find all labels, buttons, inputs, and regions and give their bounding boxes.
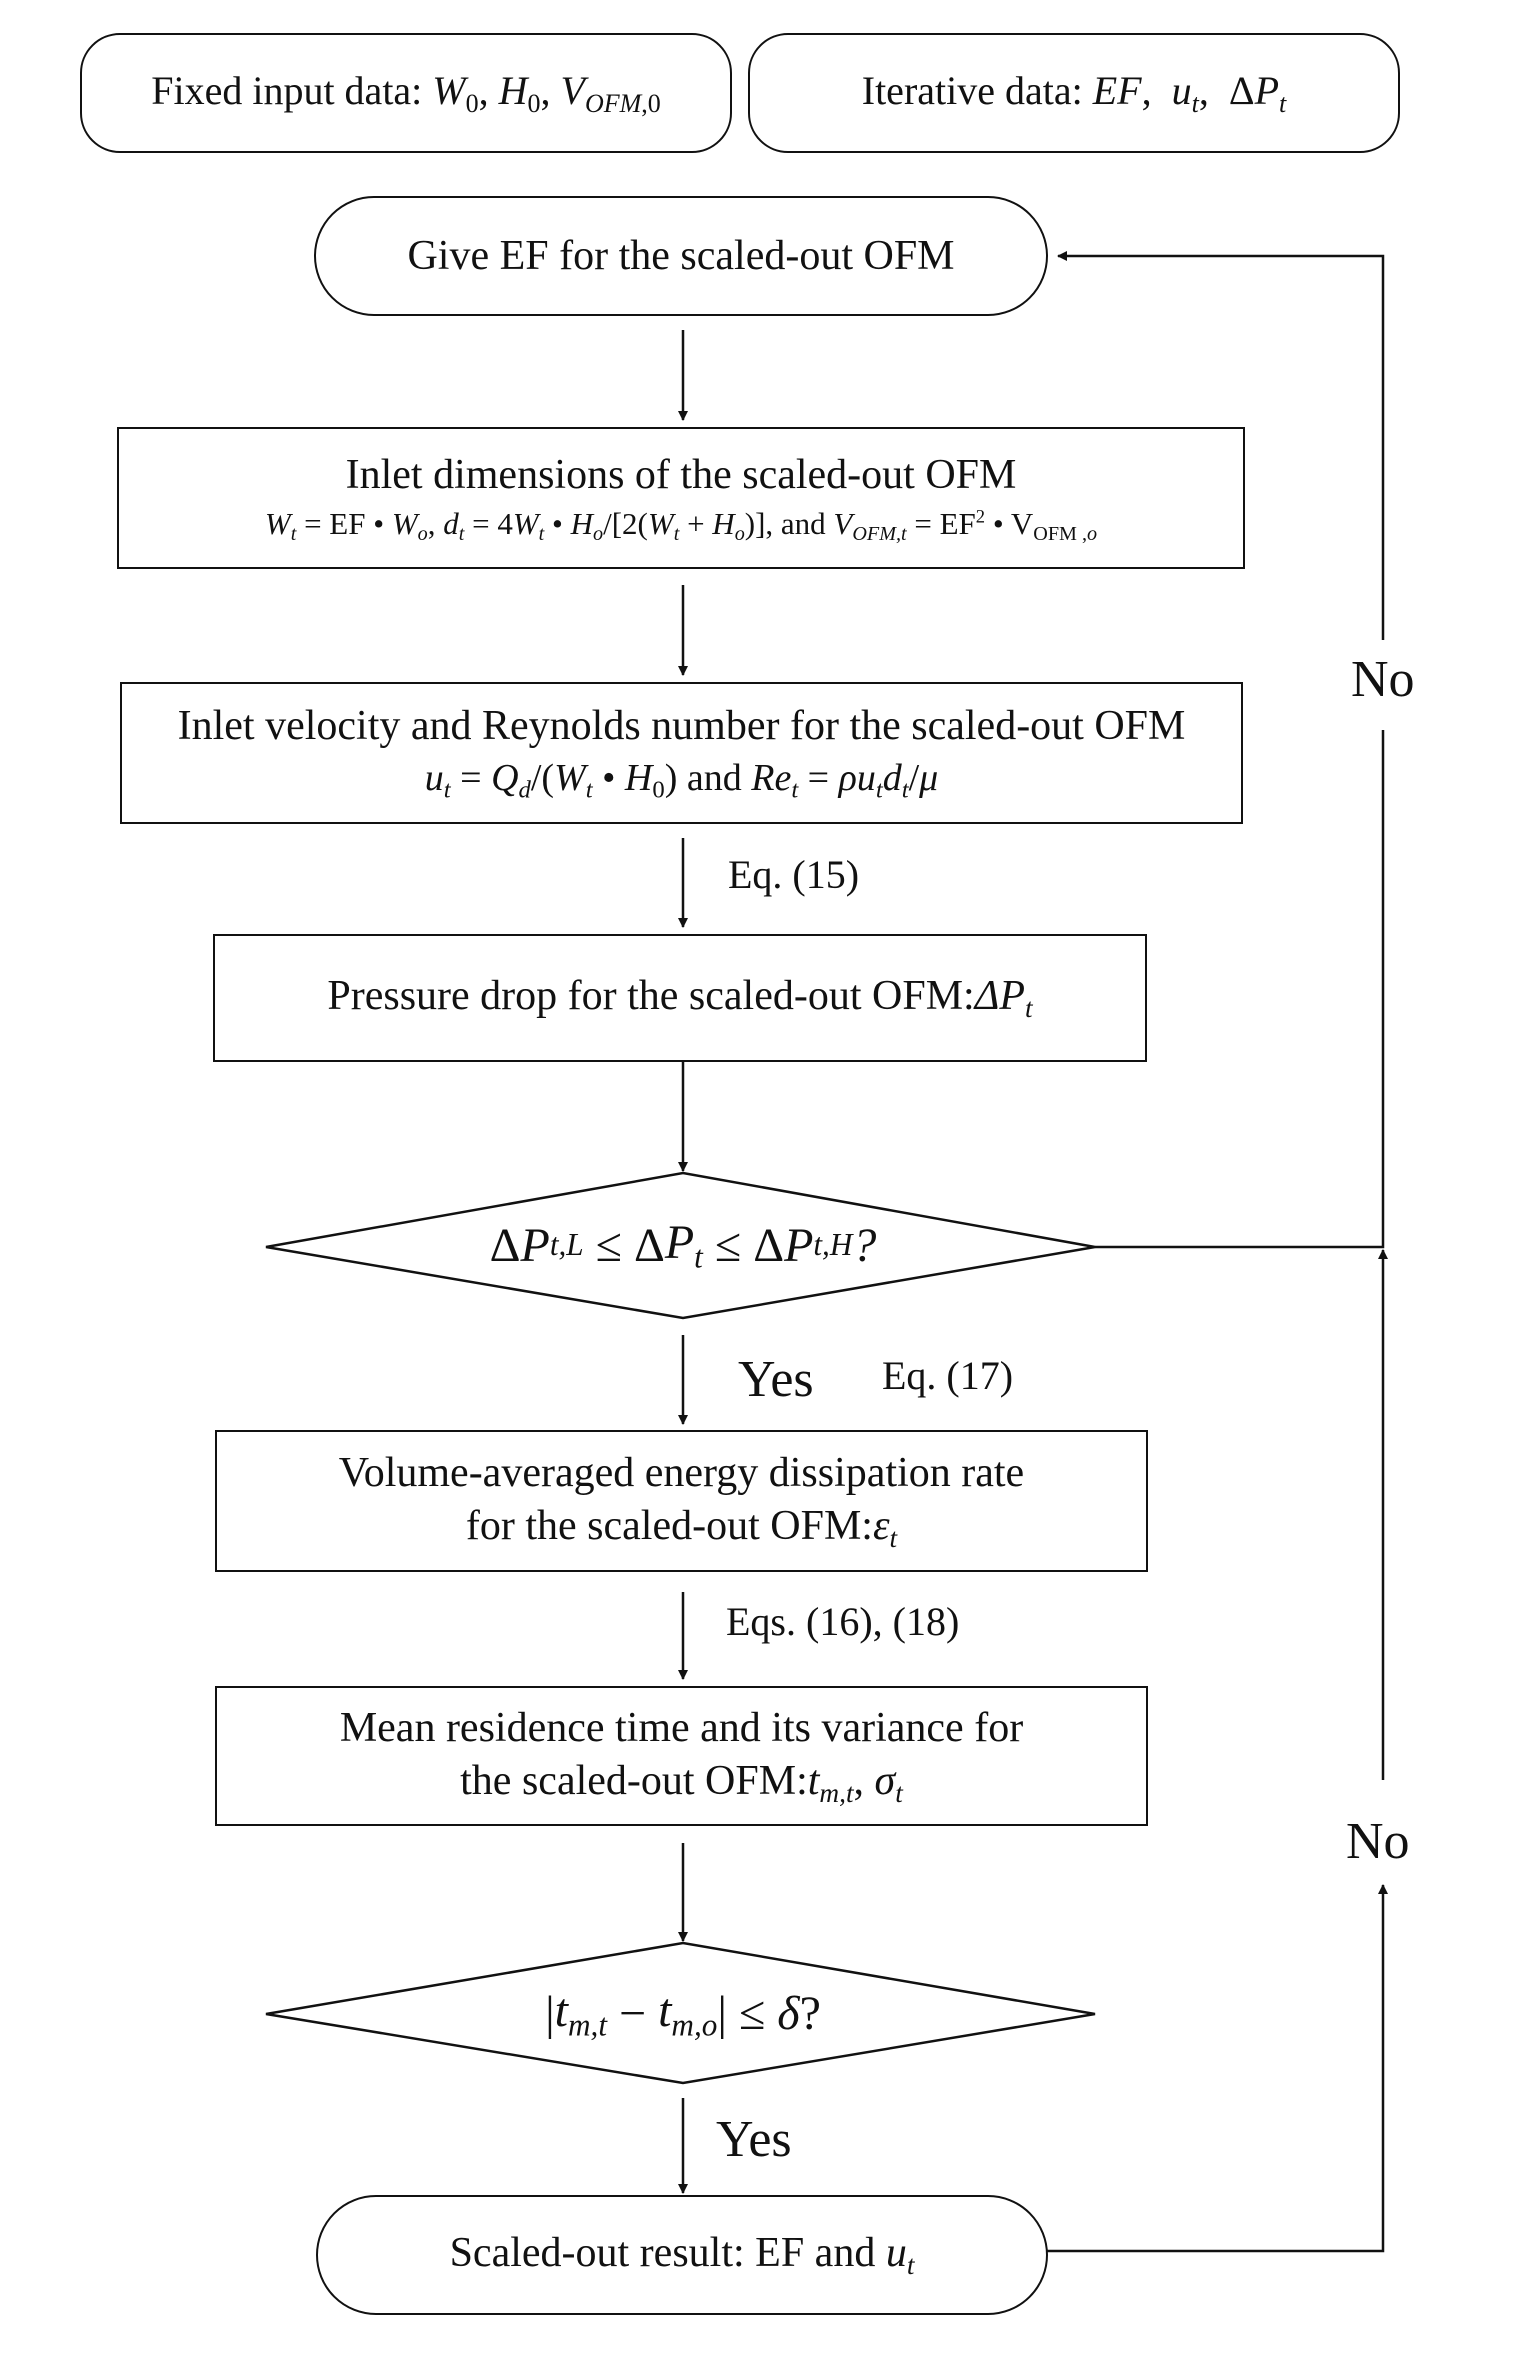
- eq17-label: Eq. (17): [882, 1353, 1014, 1398]
- no1-label: No: [1351, 650, 1415, 709]
- residence-check-diamond: [265, 1941, 1096, 2085]
- give-ef-text: Give EF for the scaled-out OFM: [407, 232, 955, 279]
- energy-line2-wrap: for the scaled-out OFM:εt: [465, 1502, 898, 1553]
- inlet-dimensions-formula: Wt = EF • Wo, dt = 4Wt • Ho/[2(Wt + Ho)]…: [264, 506, 1098, 546]
- result-terminal: Scaled-out result: EF and ut: [316, 2195, 1048, 2315]
- energy-line2: for the scaled-out OFM:: [465, 1502, 873, 1549]
- result-text: Scaled-out result: EF and ut: [449, 2230, 915, 2281]
- residence-line1: Mean residence time and its variance for: [339, 1705, 1024, 1752]
- eqs16-18-label: Eqs. (16), (18): [726, 1599, 960, 1644]
- fixed-input-label: Fixed input data:: [151, 67, 423, 113]
- no2-label: No: [1346, 1812, 1410, 1871]
- fixed-input-box: Fixed input data: W0, H0, VOFM,0: [80, 33, 732, 153]
- no-loop-pressure: [1057, 251, 1385, 1249]
- eq15-label: Eq. (15): [728, 852, 860, 897]
- iterative-data-label: Iterative data:: [861, 67, 1083, 113]
- inlet-velocity-formula: ut = Qd/(Wt • H0) and Ret = ρutdt/μ: [424, 756, 939, 804]
- inlet-velocity-title: Inlet velocity and Reynolds number for t…: [177, 703, 1186, 750]
- yes2-label: Yes: [716, 2111, 792, 2168]
- residence-time-box: Mean residence time and its variance for…: [215, 1686, 1148, 1826]
- residence-check-text: |tm,t − tm,o| ≤ δ?: [545, 1983, 821, 2043]
- iterative-data-symbols: EF, ut, ΔPt: [1092, 67, 1287, 118]
- energy-dissipation-box: Volume-averaged energy dissipation rate …: [215, 1430, 1148, 1572]
- inlet-dimensions-title: Inlet dimensions of the scaled-out OFM: [345, 451, 1017, 498]
- no-loop-residence: [1046, 1884, 1388, 2253]
- inlet-velocity-box: Inlet velocity and Reynolds number for t…: [120, 682, 1243, 824]
- energy-line1: Volume-averaged energy dissipation rate: [338, 1450, 1025, 1497]
- pressure-drop-box: Pressure drop for the scaled-out OFM:ΔPt: [213, 934, 1147, 1062]
- residence-line2: the scaled-out OFM:: [460, 1757, 808, 1804]
- iterative-data-box: Iterative data: EF, ut, ΔPt: [748, 33, 1400, 153]
- inlet-dimensions-box: Inlet dimensions of the scaled-out OFM W…: [117, 427, 1245, 569]
- residence-line2-wrap: the scaled-out OFM:tm,t, σt: [460, 1757, 903, 1808]
- give-ef-terminal: Give EF for the scaled-out OFM: [314, 196, 1048, 316]
- pressure-drop-text: Pressure drop for the scaled-out OFM:ΔPt: [327, 973, 1033, 1024]
- pressure-drop-label: Pressure drop for the scaled-out OFM:: [327, 973, 975, 1020]
- yes1-label: Yes: [738, 1351, 814, 1408]
- result-label: Scaled-out result: EF and: [449, 2230, 876, 2277]
- fixed-input-symbols: W0, H0, VOFM,0: [432, 67, 661, 118]
